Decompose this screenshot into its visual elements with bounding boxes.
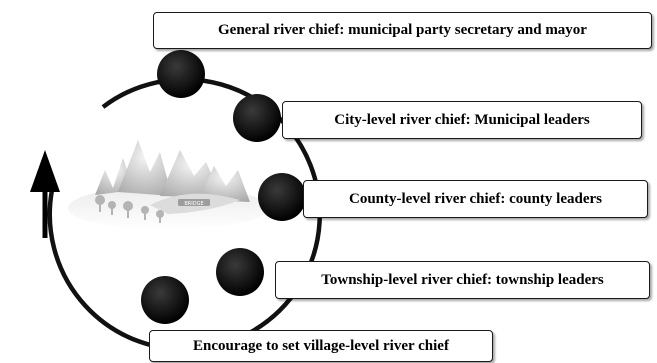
node-township bbox=[216, 248, 264, 296]
general-river-chief-label: General river chief: municipal party sec… bbox=[153, 12, 652, 49]
county-river-chief-label: County-level river chief: county leaders bbox=[303, 180, 648, 218]
township-river-chief-label: Township-level river chief: township lea… bbox=[275, 261, 650, 299]
bridge-text: BRIDGE bbox=[184, 201, 203, 207]
river-landscape-illustration: BRIDGE bbox=[68, 140, 268, 230]
node-county bbox=[258, 173, 306, 221]
node-city bbox=[233, 94, 281, 142]
node-general bbox=[157, 50, 205, 98]
cycle-arrow bbox=[30, 150, 60, 238]
city-river-chief-label: City-level river chief: Municipal leader… bbox=[282, 101, 642, 139]
village-river-chief-label: Encourage to set village-level river chi… bbox=[149, 330, 493, 362]
node-village bbox=[141, 276, 189, 324]
